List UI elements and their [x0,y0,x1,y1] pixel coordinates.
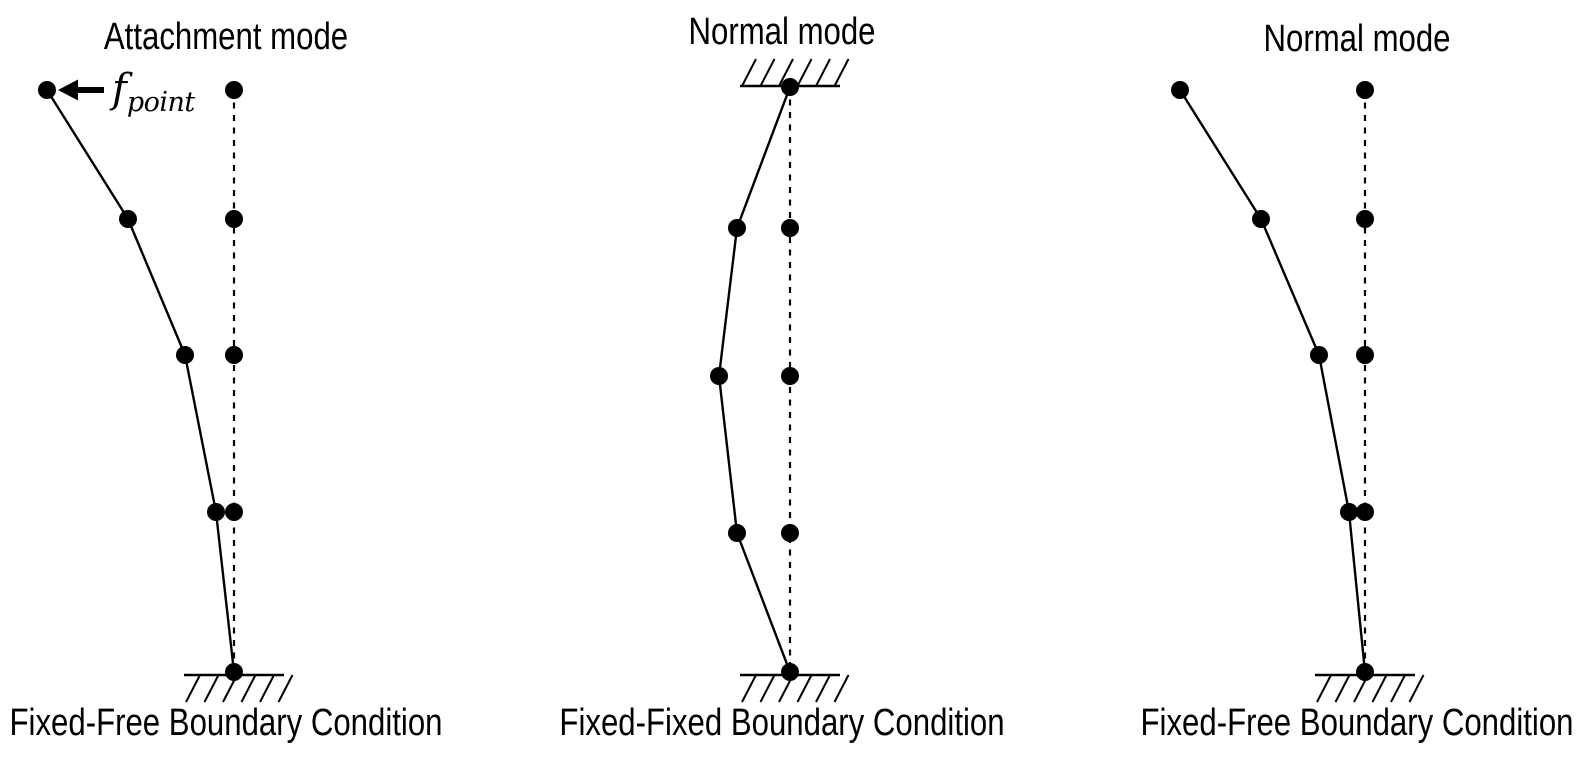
hatch-tick [796,674,813,703]
axis-node-dot [781,78,799,96]
diagram-attachment-mode-fixed-free [38,79,294,703]
mode-shape-line [717,86,792,673]
hatch-tick [1334,674,1351,703]
caption-fixed-fixed-center: Fixed-Fixed Boundary Condition [559,702,1005,744]
hatch-tick [815,674,831,703]
shape-node-dot [119,210,137,228]
mode-shape-line [1178,89,1367,673]
diagram-normal-mode-fixed-free [1171,81,1425,703]
axis-node-dot [1356,663,1374,681]
title-normal-mode-center: Normal mode [688,11,876,53]
shape-node-dot [710,367,728,385]
axis-node-dot [781,367,799,385]
title-normal-mode-right: Normal mode [1263,18,1451,60]
shape-node-dot [1310,346,1328,364]
hatch-tick [1408,674,1425,703]
hatch-tick [240,674,257,703]
hatch-tick [796,58,813,87]
hatch-tick [741,674,757,703]
axis-node-dot [1356,346,1374,364]
hatch-tick [815,58,831,87]
shape-node-dot [38,81,56,99]
hatch-tick [1371,674,1388,703]
axis-node-dot [225,210,243,228]
arrow-head [58,79,78,101]
hatch-tick [778,58,794,87]
fixed-support-bottom [740,673,850,703]
shape-node-dot [207,503,225,521]
caption-fixed-free-left: Fixed-Free Boundary Condition [9,702,443,744]
shape-node-dot [728,524,746,542]
axis-node-dot [225,346,243,364]
axis-node-dot [781,219,799,237]
hatch-tick [833,674,850,703]
mode-shape-line [45,89,236,673]
shape-node-dot [1252,210,1270,228]
hatch-tick [259,674,275,703]
shape-node-dot [728,219,746,237]
force-symbol: f [112,66,127,112]
hatch-tick [741,58,757,87]
hatch-tick [277,674,294,703]
point-force-arrow [58,79,104,101]
axis-node-dot [1356,503,1374,521]
axis-node-dot [781,524,799,542]
shape-node-dot [176,346,194,364]
axis-node-dot [225,81,243,99]
hatch-tick [203,674,220,703]
force-point-label: fpoint [112,69,195,116]
shape-node-dot [1171,81,1189,99]
force-subscript: point [126,87,195,118]
hatch-tick [833,58,850,87]
diagram-normal-mode-fixed-fixed [710,58,850,703]
shape-node-dot [1340,503,1358,521]
axis-node-dot [225,663,243,681]
axis-node-dot [1356,81,1374,99]
caption-fixed-free-right: Fixed-Free Boundary Condition [1140,702,1574,744]
axis-node-dot [781,663,799,681]
hatch-tick [1390,674,1406,703]
hatch-tick [759,674,776,703]
axis-node-dot [1356,210,1374,228]
title-attachment-mode: Attachment mode [103,16,349,58]
hatch-tick [759,58,776,87]
hatch-tick [1316,674,1332,703]
hatch-tick [185,674,201,703]
axis-node-dot [225,503,243,521]
